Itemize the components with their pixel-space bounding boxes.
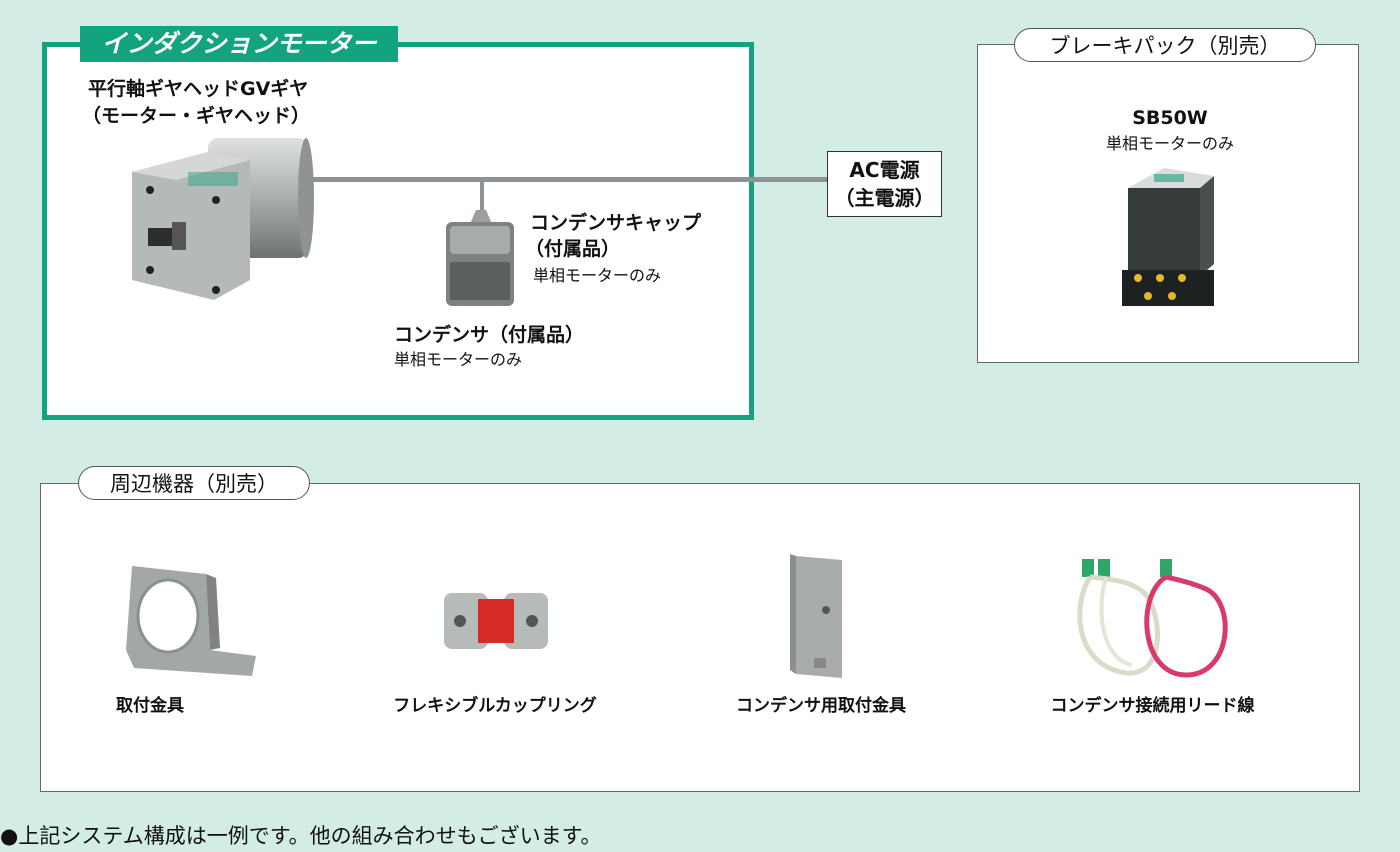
gearhead-subtitle: （モーター・ギヤヘッド） <box>82 105 311 127</box>
induction-motor-title: インダクションモーター <box>80 26 398 62</box>
gearhead-title: 平行軸ギヤヘッドGVギヤ <box>88 78 309 100</box>
brake-pack-note: 単相モーターのみ <box>1105 134 1234 153</box>
capacitor-image <box>446 210 514 306</box>
capacitor-bracket-image <box>790 554 842 678</box>
ac-power-label: AC電源 <box>849 158 920 182</box>
ac-power-box: AC電源 （主電源） <box>827 151 942 217</box>
brake-pack-title: ブレーキパック（別売） <box>1014 28 1316 62</box>
peripheral-label-2: フレキシブルカップリング <box>393 696 597 716</box>
peripheral-label-4: コンデンサ接続用リード線 <box>1050 696 1255 716</box>
capacitor-title: コンデンサ（付属品） <box>394 324 585 346</box>
capacitor-cap-title: コンデンサキャップ <box>530 212 702 234</box>
peripheral-label-3: コンデンサ用取付金具 <box>736 696 906 716</box>
ac-power-sublabel: （主電源） <box>834 186 935 210</box>
capacitor-note: 単相モーターのみ <box>394 350 523 369</box>
peripherals-panel <box>40 483 1360 792</box>
footer-note: ●上記システム構成は一例です。他の組み合わせもございます。 <box>0 824 602 848</box>
brake-pack-image <box>1122 168 1214 306</box>
lead-wires-image <box>1077 559 1228 678</box>
flexible-coupling-image <box>444 593 548 649</box>
capacitor-cap-note: 単相モーターのみ <box>533 266 662 285</box>
peripherals-title: 周辺機器（別売） <box>78 466 310 500</box>
motor-gearhead-image <box>132 138 314 300</box>
power-wire <box>305 177 829 182</box>
capacitor-wire <box>480 180 484 216</box>
capacitor-cap-subtitle: （付属品） <box>525 238 621 260</box>
peripheral-label-1: 取付金具 <box>116 696 184 716</box>
mounting-bracket-image <box>126 566 256 676</box>
brake-pack-model: SB50W <box>1132 107 1208 129</box>
